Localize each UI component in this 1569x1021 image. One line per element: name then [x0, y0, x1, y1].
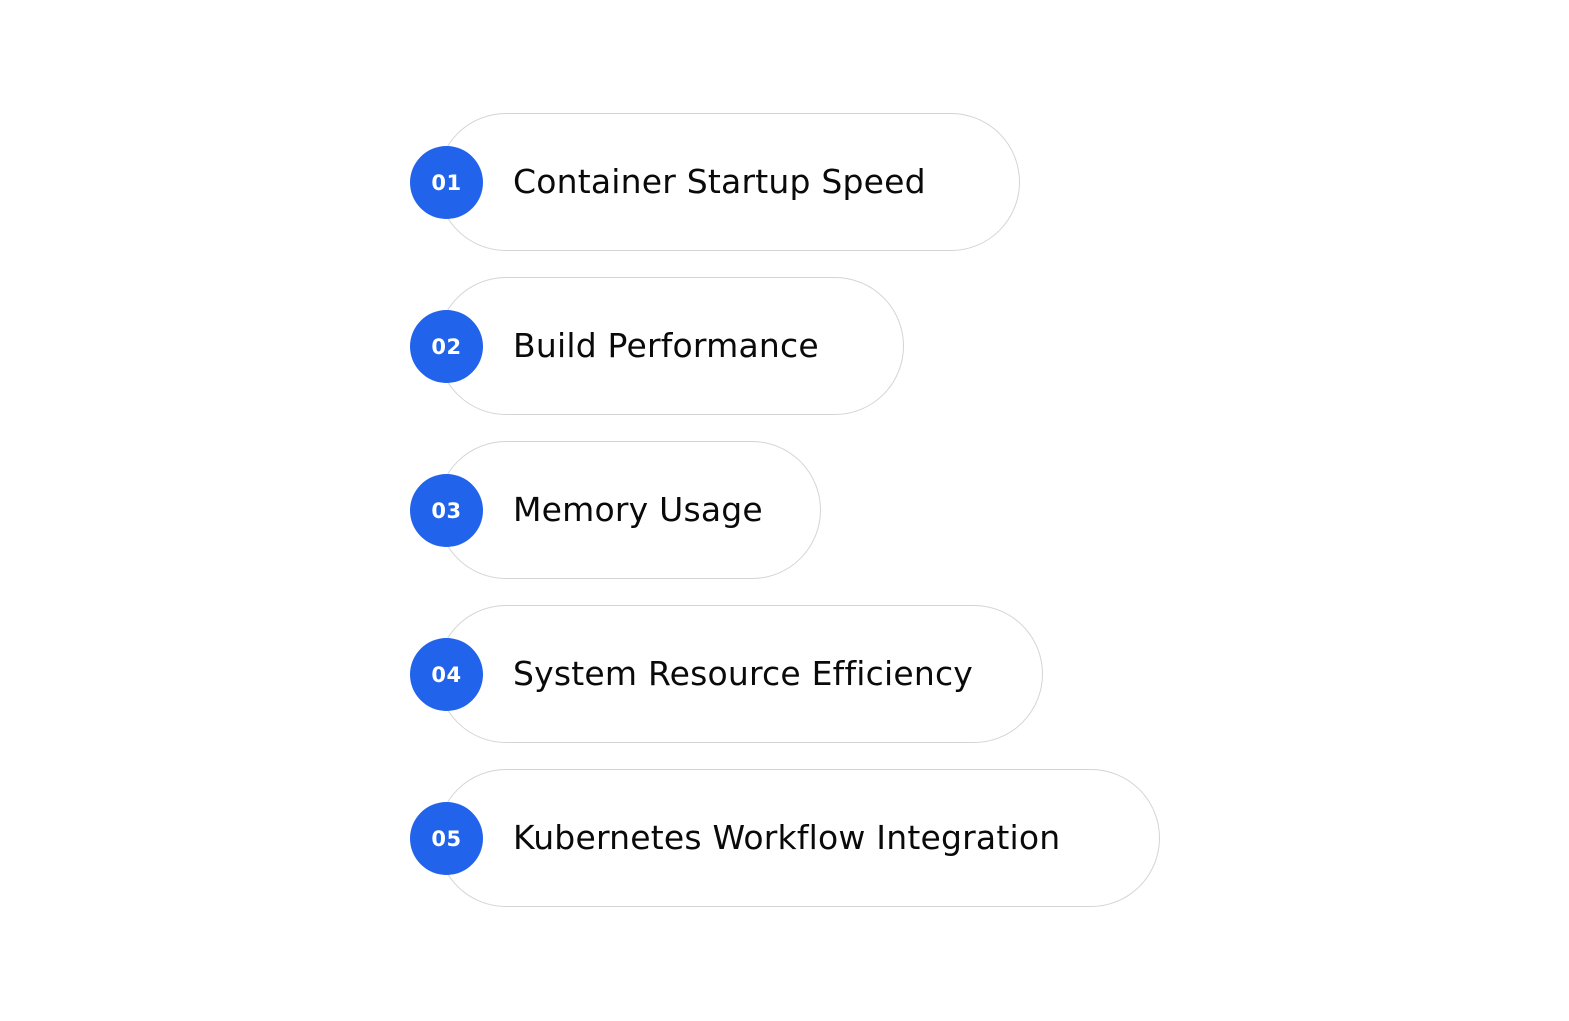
item-label: Memory Usage: [513, 490, 763, 529]
item-pill: [437, 441, 821, 579]
item-label: Build Performance: [513, 326, 819, 365]
number-badge: 02: [410, 310, 483, 383]
number-badge: 05: [410, 802, 483, 875]
item-label: System Resource Efficiency: [513, 654, 974, 693]
number-badge: 04: [410, 638, 483, 711]
item-pill: [437, 605, 1043, 743]
item-pill: [437, 769, 1160, 907]
item-label: Container Startup Speed: [513, 162, 926, 201]
item-pill: [437, 277, 904, 415]
number-badge: 03: [410, 474, 483, 547]
item-pill: [437, 113, 1020, 251]
number-badge: 01: [410, 146, 483, 219]
item-label: Kubernetes Workflow Integration: [513, 818, 1061, 857]
